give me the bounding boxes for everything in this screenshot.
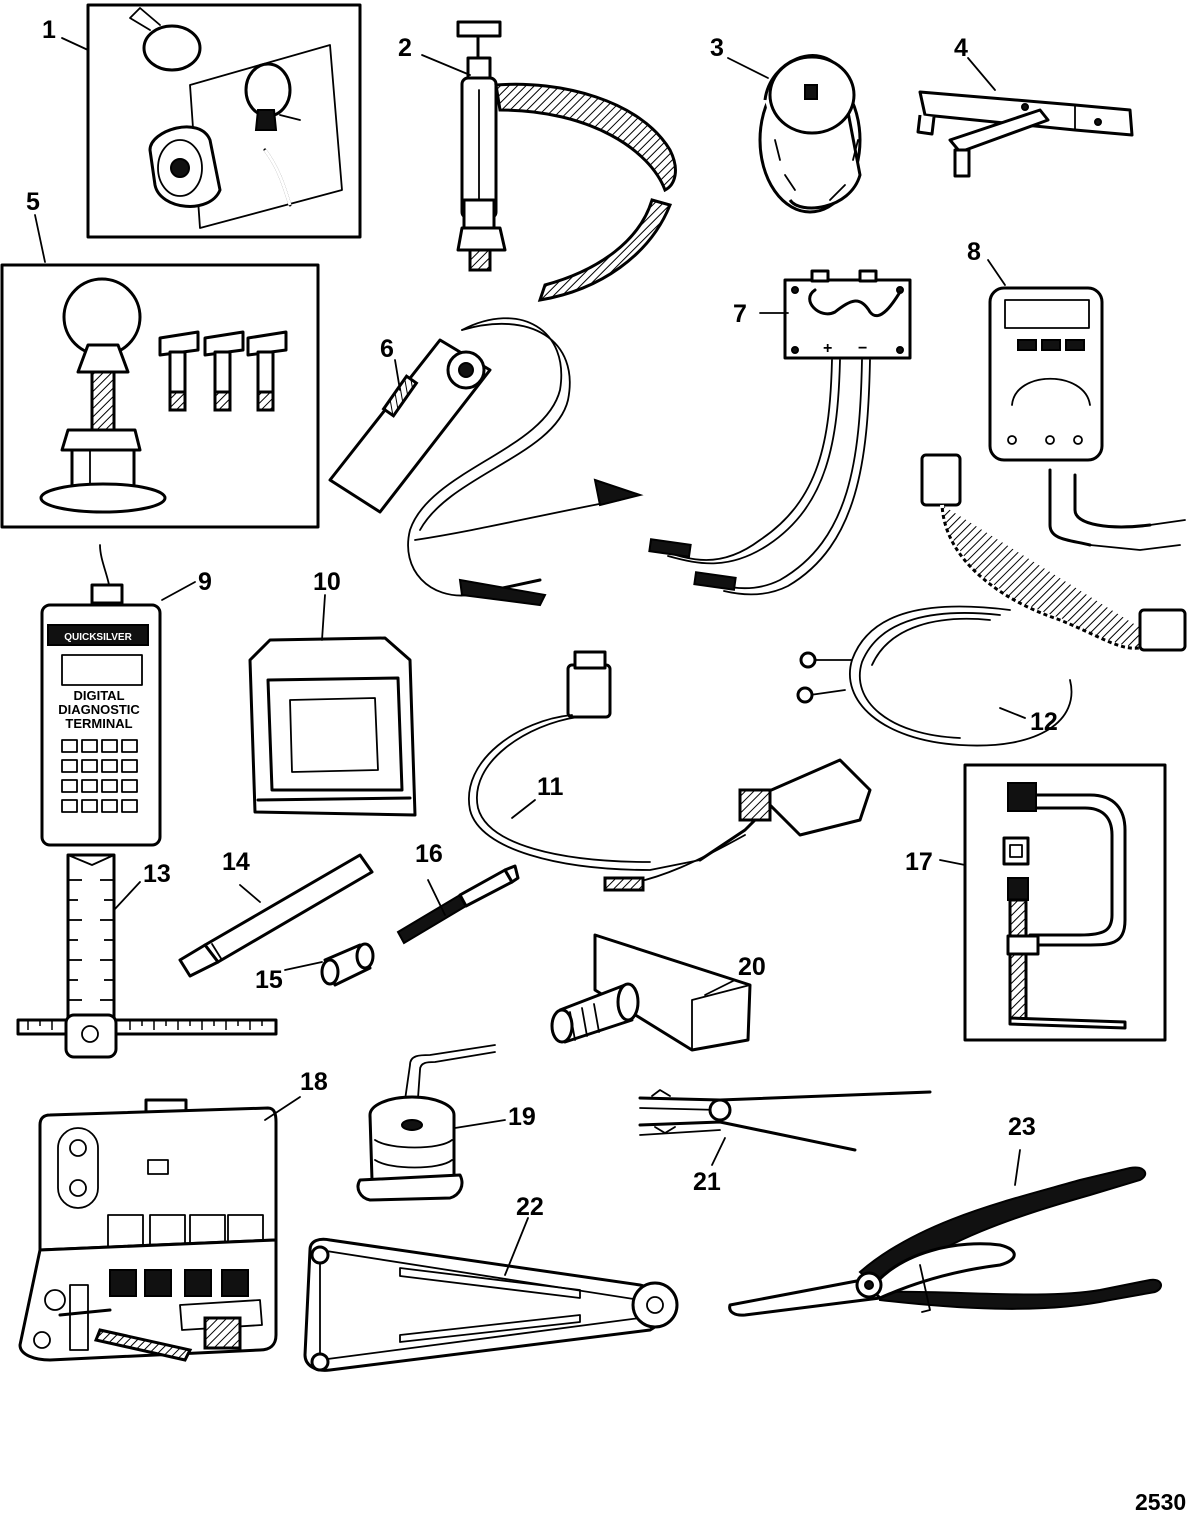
figure-number: 2530 — [1135, 1489, 1186, 1515]
callout-1: 1 — [42, 16, 56, 44]
callout-19: 19 — [508, 1103, 536, 1131]
callout-21: 21 — [693, 1168, 721, 1196]
tool-kit-case-icon — [18, 1098, 278, 1362]
flush-attachment-icon — [86, 3, 362, 239]
pin-tool-icon — [396, 864, 520, 945]
ruler-gauge-icon — [16, 853, 278, 1059]
spline-tool-icon — [550, 933, 752, 1052]
lifting-eye-icon — [0, 263, 320, 529]
terminal-label-diagnostic: DIAGNOSTIC — [58, 702, 140, 717]
adapter-cable-icon — [468, 650, 872, 892]
callout-20: 20 — [738, 953, 766, 981]
callout-13: 13 — [143, 860, 171, 888]
callout-22: 22 — [516, 1193, 544, 1221]
minus-terminal-label: − — [858, 340, 867, 357]
callout-2: 2 — [398, 34, 412, 62]
terminal-label-terminal: TERMINAL — [65, 716, 132, 731]
plus-terminal-label: + — [823, 340, 832, 357]
callout-15: 15 — [255, 966, 283, 994]
harness-cable-icon — [796, 453, 1187, 747]
driver-rod-icon — [178, 853, 374, 978]
pliers-icon — [638, 1089, 932, 1152]
callout-14: 14 — [222, 848, 250, 876]
pump-icon — [456, 20, 677, 302]
callout-17: 17 — [905, 848, 933, 876]
callout-12: 12 — [1030, 708, 1058, 736]
callout-7: 7 — [733, 300, 747, 328]
callout-9: 9 — [198, 568, 212, 596]
terminal-label-digital: DIGITAL — [73, 688, 124, 703]
cartridge-icon — [248, 636, 417, 817]
callout-16: 16 — [415, 840, 443, 868]
test-harness-icon: + − — [648, 269, 912, 596]
callout-10: 10 — [313, 568, 341, 596]
callout-23: 23 — [1008, 1113, 1036, 1141]
gauge-ring-icon — [356, 1044, 496, 1202]
callout-4: 4 — [954, 34, 968, 62]
c-clamp-icon — [963, 763, 1167, 1042]
callout-6: 6 — [380, 335, 394, 363]
wrench-adapter-icon — [916, 90, 1134, 178]
multimeter-icon — [988, 286, 1186, 551]
callout-leaders — [34, 37, 1026, 1276]
callout-numbers: 1 2 3 4 5 6 7 8 9 10 11 12 13 14 15 16 1… — [26, 16, 1058, 1221]
callout-18: 18 — [300, 1068, 328, 1096]
callout-3: 3 — [710, 34, 724, 62]
bushing-icon — [320, 942, 375, 987]
callout-11: 11 — [537, 773, 564, 801]
snap-ring-pliers-icon — [728, 1166, 1162, 1317]
callout-8: 8 — [967, 238, 981, 266]
spark-tester-icon — [328, 317, 644, 607]
callout-5: 5 — [26, 188, 40, 216]
terminal-brand-label: QUICKSILVER — [64, 632, 132, 643]
filter-wrench-icon — [758, 54, 862, 214]
spanner-wrench-icon — [303, 1237, 679, 1372]
diagnostic-terminal-icon: QUICKSILVER DIGITAL DIAGNOSTIC TERMINAL — [40, 544, 162, 847]
